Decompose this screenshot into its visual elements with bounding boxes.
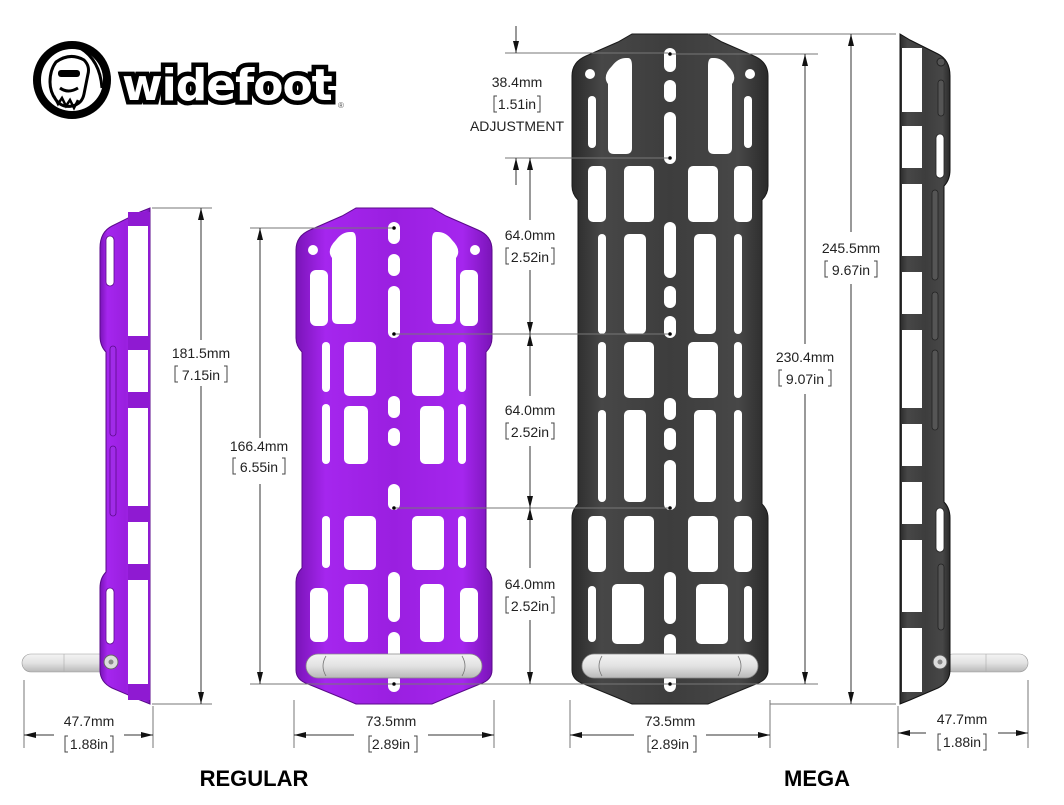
svg-text:7.15in: 7.15in [182,367,220,383]
svg-text:1.88in: 1.88in [943,734,981,750]
regular-hole-span-label: 166.4mm 6.55in [230,438,288,475]
svg-text:181.5mm: 181.5mm [172,345,230,361]
brand-logo: widefoot ® [33,41,344,119]
svg-text:2.52in: 2.52in [511,249,549,265]
svg-text:166.4mm: 166.4mm [230,438,288,454]
svg-text:73.5mm: 73.5mm [645,713,696,729]
spacing-label-3: 64.0mm 2.52in [505,576,556,614]
svg-text:2.52in: 2.52in [511,598,549,614]
bigfoot-face-logo-icon [33,41,111,119]
svg-text:9.07in: 9.07in [786,371,824,387]
regular-side-view [21,207,151,705]
dimension-lines [23,26,1029,748]
svg-text:64.0mm: 64.0mm [505,227,556,243]
svg-text:9.67in: 9.67in [832,262,870,278]
svg-text:6.55in: 6.55in [240,459,278,475]
svg-text:47.7mm: 47.7mm [64,713,115,729]
svg-text:245.5mm: 245.5mm [822,240,880,256]
regular-depth-label: 47.7mm 1.88in [64,713,115,753]
mega-front-view [571,33,769,705]
svg-text:1.51in: 1.51in [498,96,536,112]
svg-text:47.7mm: 47.7mm [937,711,988,727]
svg-text:ADJUSTMENT: ADJUSTMENT [470,118,565,134]
svg-text:2.89in: 2.89in [372,736,410,752]
brand-wordmark: widefoot [122,60,333,111]
mega-hole-span-label: 230.4mm 9.07in [776,349,834,387]
svg-text:2.52in: 2.52in [511,424,549,440]
regular-width-label: 73.5mm 2.89in [366,713,418,753]
registered-mark: ® [338,101,344,110]
mega-side-view [899,33,1029,705]
regular-title: REGULAR [200,766,309,791]
mega-width-label: 73.5mm 2.89in [645,713,697,753]
spacing-label-2: 64.0mm 2.52in [505,402,556,440]
svg-text:2.89in: 2.89in [651,736,689,752]
mega-height-label: 245.5mm 9.67in [822,240,880,278]
adjustment-label: 38.4mm 1.51in ADJUSTMENT [470,74,565,134]
svg-text:73.5mm: 73.5mm [366,713,417,729]
svg-text:64.0mm: 64.0mm [505,402,556,418]
regular-height-label: 181.5mm 7.15in [172,345,230,383]
regular-front-view [295,207,493,705]
mega-depth-label: 47.7mm 1.88in [937,711,988,751]
mega-title: MEGA [784,766,850,791]
spacing-label-1: 64.0mm 2.52in [505,227,556,265]
svg-text:230.4mm: 230.4mm [776,349,834,365]
svg-text:64.0mm: 64.0mm [505,576,556,592]
svg-text:1.88in: 1.88in [70,736,108,752]
svg-text:38.4mm: 38.4mm [492,74,543,90]
